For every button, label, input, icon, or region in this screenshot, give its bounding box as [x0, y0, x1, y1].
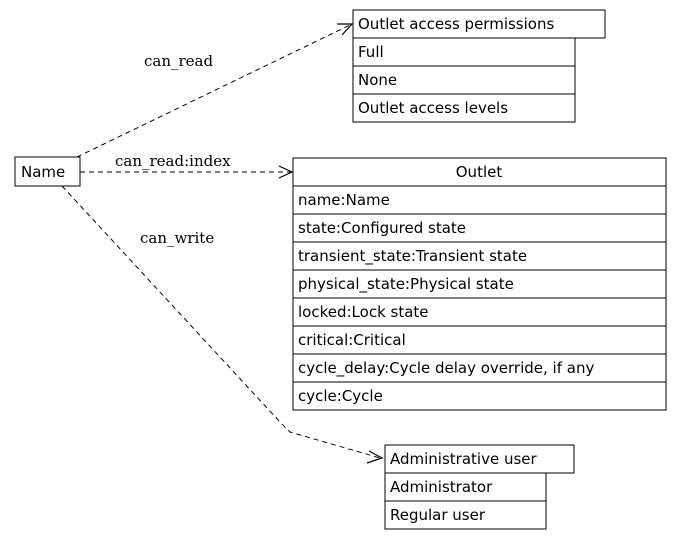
node-name-label: Name: [21, 163, 65, 181]
permissions-row-box: [352, 93, 576, 123]
table-administrative-user[interactable]: Administrative user Administrator Regula…: [384, 444, 575, 530]
edge-can-write-arrowhead: [366, 450, 384, 464]
edge-can-read-index: can_read:index: [80, 152, 294, 179]
outlet-row-box: [292, 353, 667, 383]
permissions-row-label: Outlet access levels: [358, 99, 508, 117]
outlet-row-label: cycle:Cycle: [298, 387, 383, 405]
outlet-header-label: Outlet: [456, 163, 503, 181]
admin-row-box: [384, 500, 547, 530]
node-name-box: [14, 156, 81, 187]
admin-header-label: Administrative user: [390, 450, 538, 468]
edge-can-read-arrowhead: [337, 23, 354, 36]
edge-can-read-index-arrowhead: [278, 165, 294, 179]
outlet-row-label: critical:Critical: [298, 331, 406, 349]
outlet-row-label: physical_state:Physical state: [298, 275, 514, 294]
table-outlet[interactable]: Outlet name:Name state:Configured state …: [292, 157, 667, 411]
permissions-row-label: None: [358, 71, 397, 89]
outlet-row-label: name:Name: [298, 191, 390, 209]
edge-can-write-line: [61, 185, 381, 459]
permissions-header-label: Outlet access permissions: [358, 15, 554, 33]
admin-header-box: [384, 444, 575, 474]
permissions-row-label: Full: [358, 43, 384, 61]
admin-row-box: [384, 472, 547, 502]
outlet-row-box: [292, 297, 667, 327]
outlet-row-label: cycle_delay:Cycle delay override, if any: [298, 359, 594, 378]
outlet-row-label: transient_state:Transient state: [298, 247, 527, 266]
edge-can-read: can_read: [76, 23, 354, 158]
permissions-header-box: [352, 9, 606, 39]
edge-can-write: can_write: [61, 185, 384, 464]
edge-can-write-label: can_write: [140, 229, 214, 247]
outlet-row-box: [292, 241, 667, 271]
permissions-row-box: [352, 37, 576, 67]
edge-can-read-index-label: can_read:index: [115, 152, 231, 170]
admin-row-label: Regular user: [390, 506, 486, 524]
outlet-row-box: [292, 381, 667, 411]
node-name[interactable]: Name: [14, 156, 81, 187]
outlet-row-box: [292, 213, 667, 243]
edge-can-read-line: [76, 24, 351, 158]
table-outlet-access-permissions[interactable]: Outlet access permissions Full None Outl…: [352, 9, 606, 123]
admin-row-label: Administrator: [390, 478, 493, 496]
edge-can-read-label: can_read: [144, 52, 213, 70]
outlet-row-box: [292, 269, 667, 299]
outlet-row-label: locked:Lock state: [298, 303, 429, 321]
outlet-row-label: state:Configured state: [298, 219, 466, 237]
